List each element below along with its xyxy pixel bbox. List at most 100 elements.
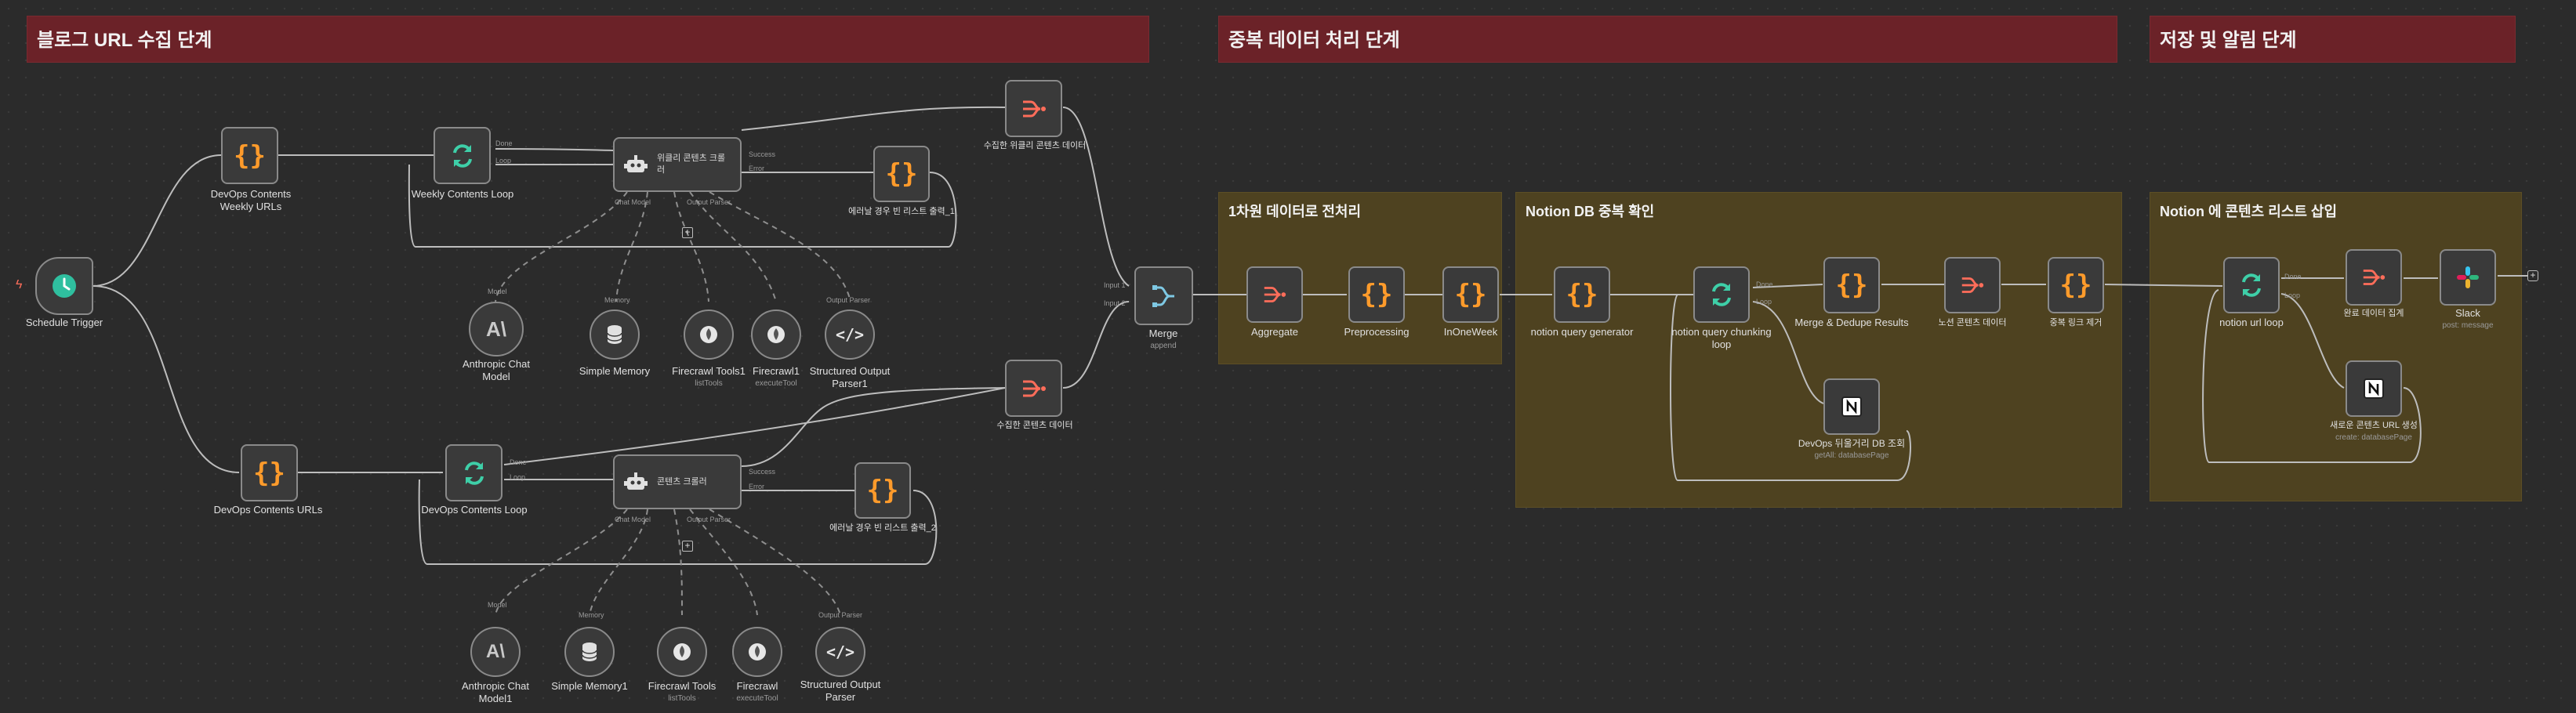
sticky-save-notify-stage[interactable]: 저장 및 알림 단계 bbox=[2150, 16, 2516, 63]
firecrawl-tools-node[interactable] bbox=[657, 627, 707, 677]
split-out-icon bbox=[2363, 270, 2386, 285]
loop-icon bbox=[1712, 283, 1731, 306]
port-label: Output Parser bbox=[687, 198, 731, 206]
anthropic-model-node[interactable]: A\ bbox=[469, 302, 524, 356]
done-aggregate-node[interactable] bbox=[2346, 249, 2402, 306]
add-node-icon[interactable]: + bbox=[682, 541, 693, 552]
robot-icon bbox=[624, 472, 648, 490]
braces-icon: {} bbox=[234, 139, 266, 172]
split-node-devops-collected[interactable] bbox=[1005, 360, 1062, 417]
port-label: Output Parser bbox=[818, 611, 863, 619]
sticky-title: Notion DB 중복 확인 bbox=[1526, 204, 1655, 219]
slack-node[interactable] bbox=[2440, 249, 2496, 306]
node-label: DevOps Contents Loop bbox=[421, 504, 528, 516]
notion-icon bbox=[2364, 378, 2384, 399]
aggregate-node[interactable] bbox=[1246, 266, 1303, 323]
firecrawl-icon bbox=[700, 326, 717, 343]
merge-icon bbox=[1152, 284, 1174, 307]
node-label: Preprocessing bbox=[1344, 326, 1410, 338]
port-label: Done bbox=[1756, 280, 1773, 288]
sticky-title: 블로그 URL 수집 단계 bbox=[37, 30, 212, 51]
notion-query-generator-node[interactable]: {} bbox=[1554, 266, 1610, 323]
robot-icon bbox=[624, 155, 648, 172]
node-label: 수집한 위클리 콘텐츠 데이터 bbox=[983, 141, 1087, 150]
port-label: Error bbox=[749, 165, 764, 172]
preprocessing-node[interactable]: {} bbox=[1348, 266, 1405, 323]
split-out-icon bbox=[1264, 287, 1286, 302]
inoneweek-node[interactable]: {} bbox=[1442, 266, 1499, 323]
slack-icon bbox=[2457, 266, 2479, 288]
sticky-dedupe-stage[interactable]: 중복 데이터 처리 단계 bbox=[1218, 16, 2117, 63]
code-node-devops-error[interactable]: {} bbox=[854, 462, 911, 519]
memory-node[interactable] bbox=[564, 627, 615, 677]
node-label: Aggregate bbox=[1251, 326, 1298, 338]
code-tag-icon: </> bbox=[835, 325, 865, 344]
port-label: Loop bbox=[1756, 298, 1772, 306]
add-node-icon[interactable]: + bbox=[682, 227, 693, 238]
schedule-trigger-node[interactable] bbox=[35, 257, 93, 315]
firecrawl-node[interactable] bbox=[751, 309, 801, 360]
port-label: Loop bbox=[495, 157, 512, 165]
loop-icon bbox=[464, 461, 484, 485]
create-notion-url-node[interactable] bbox=[2346, 360, 2402, 417]
braces-icon: {} bbox=[1454, 279, 1487, 310]
dedupe-links-node[interactable]: {} bbox=[2048, 257, 2104, 313]
sticky-title: 1차원 데이터로 전처리 bbox=[1228, 204, 1362, 219]
wire bbox=[92, 154, 222, 287]
node-label: 콘텐츠 크롤러 bbox=[657, 476, 707, 487]
braces-icon: {} bbox=[253, 457, 285, 489]
port-label: Memory bbox=[604, 296, 630, 304]
ai-agent-devops-crawler[interactable]: 콘텐츠 크롤러 bbox=[613, 454, 742, 509]
node-label: notion url loop bbox=[2219, 317, 2284, 328]
sticky-title: 저장 및 알림 단계 bbox=[2160, 30, 2297, 51]
merge-node[interactable] bbox=[1134, 266, 1193, 325]
split-node-weekly-collected[interactable] bbox=[1005, 80, 1062, 137]
node-label: Simple Memory1 bbox=[551, 680, 628, 692]
trigger-bolt-icon: ϟ bbox=[16, 278, 23, 291]
firecrawl-node[interactable] bbox=[732, 627, 782, 677]
memory-node[interactable] bbox=[590, 309, 640, 360]
firecrawl-tools-node[interactable] bbox=[684, 309, 734, 360]
structured-output-parser-node[interactable]: </> bbox=[815, 627, 865, 677]
anthropic-model-node[interactable]: A\ bbox=[470, 627, 521, 677]
loop-node-weekly[interactable] bbox=[434, 127, 491, 184]
node-label: Weekly Contents Loop bbox=[411, 188, 514, 200]
code-node-weekly-error[interactable]: {} bbox=[873, 146, 930, 202]
port-label: Done bbox=[510, 458, 527, 466]
port-label: Memory bbox=[579, 611, 604, 619]
firecrawl-icon bbox=[749, 643, 766, 661]
add-node-icon[interactable]: + bbox=[2527, 270, 2538, 281]
code-tag-icon: </> bbox=[825, 642, 855, 661]
notion-content-data-node[interactable] bbox=[1944, 257, 2001, 313]
merge-dedupe-node[interactable]: {} bbox=[1823, 257, 1880, 313]
code-node-devops-urls[interactable]: {} bbox=[241, 444, 298, 501]
split-out-icon bbox=[1961, 277, 1984, 293]
firecrawl-icon bbox=[673, 643, 691, 661]
node-label: InOneWeek bbox=[1443, 326, 1498, 338]
notion-query-chunking-loop-node[interactable] bbox=[1693, 266, 1750, 323]
loop-node-devops[interactable] bbox=[445, 444, 503, 501]
sticky-notion-insert[interactable]: Notion 에 콘텐츠 리스트 삽입 bbox=[2150, 192, 2522, 501]
port-label: Loop bbox=[510, 473, 526, 481]
port-label: Input 2 bbox=[1104, 299, 1126, 307]
structured-output-parser-node[interactable]: </> bbox=[825, 309, 875, 360]
notion-url-loop-node[interactable] bbox=[2223, 257, 2280, 313]
port-label: Output Parser bbox=[826, 296, 871, 304]
braces-icon: {} bbox=[866, 475, 899, 506]
code-node-weekly-urls[interactable]: {} bbox=[221, 127, 278, 184]
sticky-url-collection[interactable]: 블로그 URL 수집 단계 bbox=[27, 16, 1149, 63]
notion-db-query-node[interactable] bbox=[1823, 378, 1880, 435]
split-out-icon bbox=[1022, 380, 1046, 396]
node-label: 수집한 콘텐츠 데이터 bbox=[996, 421, 1073, 430]
